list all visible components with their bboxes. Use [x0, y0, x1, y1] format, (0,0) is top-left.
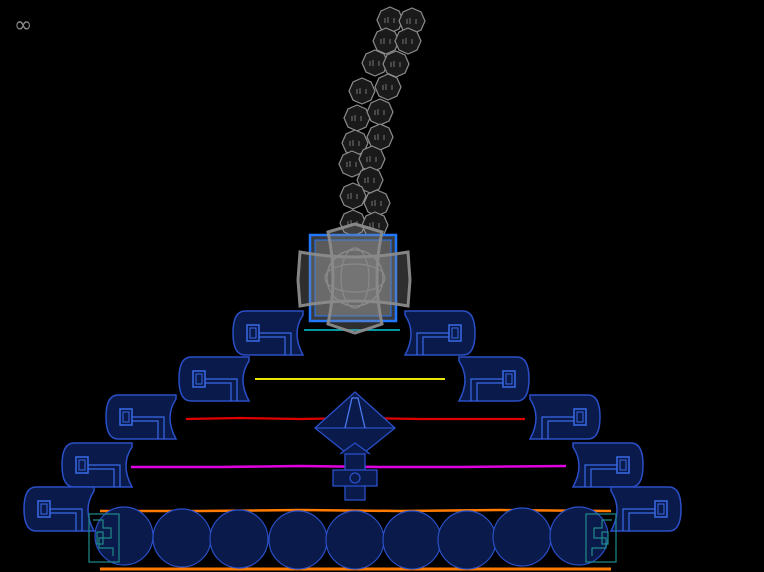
smoke-column [338, 6, 426, 239]
teal-pillar-left [88, 513, 120, 563]
center-diamond-ornament [313, 391, 397, 501]
floor-orbs [94, 506, 609, 570]
teal-pillar-right [585, 513, 617, 563]
infinity-icon: ∞ [14, 13, 32, 38]
spinner-ornament [296, 222, 412, 335]
